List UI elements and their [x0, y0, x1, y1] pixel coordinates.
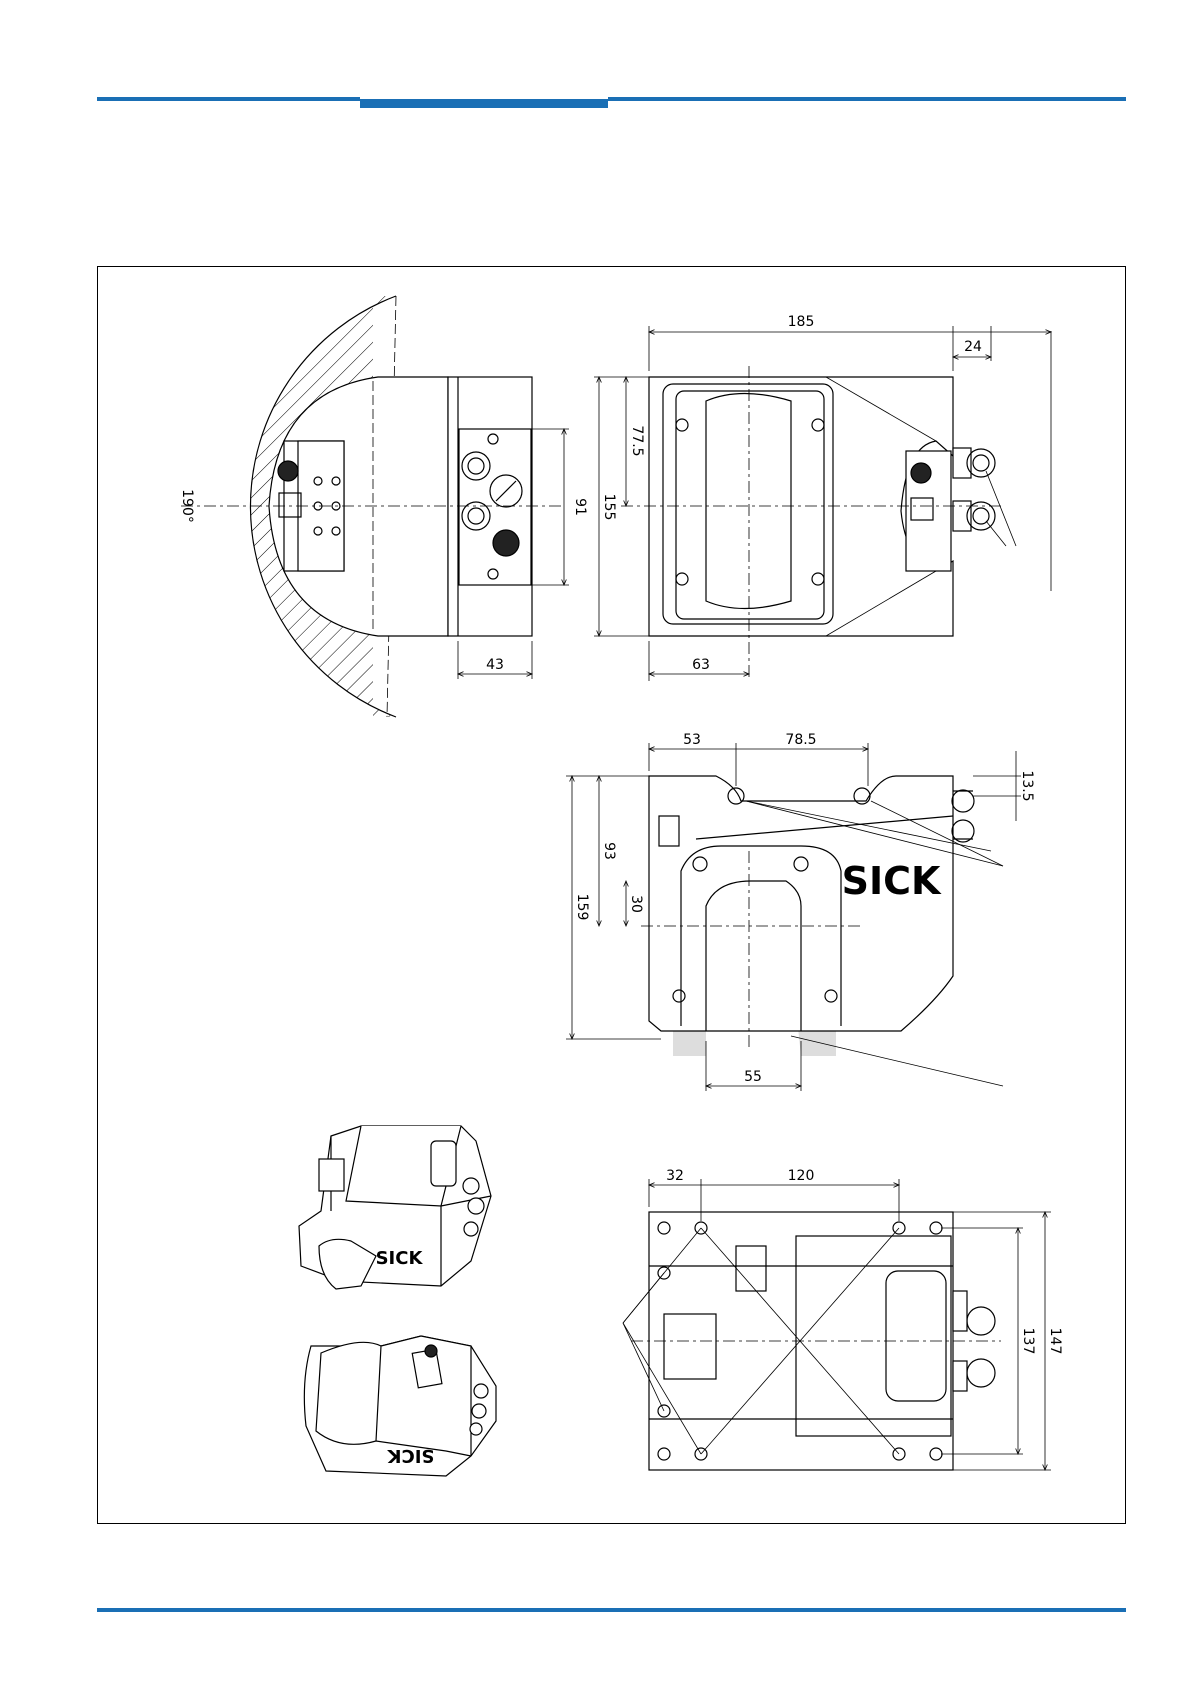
side-dim-window: 30	[628, 895, 644, 913]
connector-plate	[459, 429, 531, 585]
header-rule-center	[360, 99, 608, 108]
bottom-dim-inner: 137	[1020, 1328, 1036, 1355]
drawing-frame: 190° 43 91	[97, 266, 1126, 1524]
footer-rule	[97, 1608, 1126, 1612]
top-view	[594, 326, 1051, 681]
dimension-drawing: 190° 43 91	[98, 267, 1125, 1523]
top-dim-half-height: 77.5	[629, 425, 645, 456]
bottom-dim-outer: 147	[1047, 1328, 1063, 1355]
bottom-dim-hole-spacing: 120	[788, 1168, 815, 1184]
side-dim-upper: 93	[601, 842, 617, 860]
side-dim-total: 159	[574, 894, 590, 921]
side-dim-window-width: 55	[744, 1069, 762, 1085]
side-dim-left: 53	[683, 732, 701, 748]
iso-logo-2: SICK	[387, 1445, 435, 1466]
bottom-view	[623, 1179, 1051, 1470]
top-dim-height: 155	[601, 494, 617, 521]
side-view	[566, 743, 1021, 1091]
front-angle-label: 190°	[179, 489, 195, 523]
bottom-dim-left: 32	[666, 1168, 684, 1184]
front-dim-depth: 43	[486, 657, 504, 673]
top-dim-connector: 24	[964, 339, 982, 355]
front-view	[181, 296, 569, 717]
header-rule-right	[608, 97, 1126, 101]
top-dim-width: 185	[788, 314, 815, 330]
side-dim-top: 13.5	[1019, 770, 1035, 801]
display-knob	[278, 461, 298, 481]
header-rule-left	[97, 97, 360, 101]
iso-logo-1: SICK	[376, 1248, 424, 1269]
side-dim-hole-spacing: 78.5	[785, 732, 816, 748]
cable-glands	[953, 448, 995, 531]
side-logo: SICK	[842, 859, 942, 903]
top-dim-offset: 63	[692, 657, 710, 673]
front-dim-connector-height: 91	[572, 498, 588, 516]
